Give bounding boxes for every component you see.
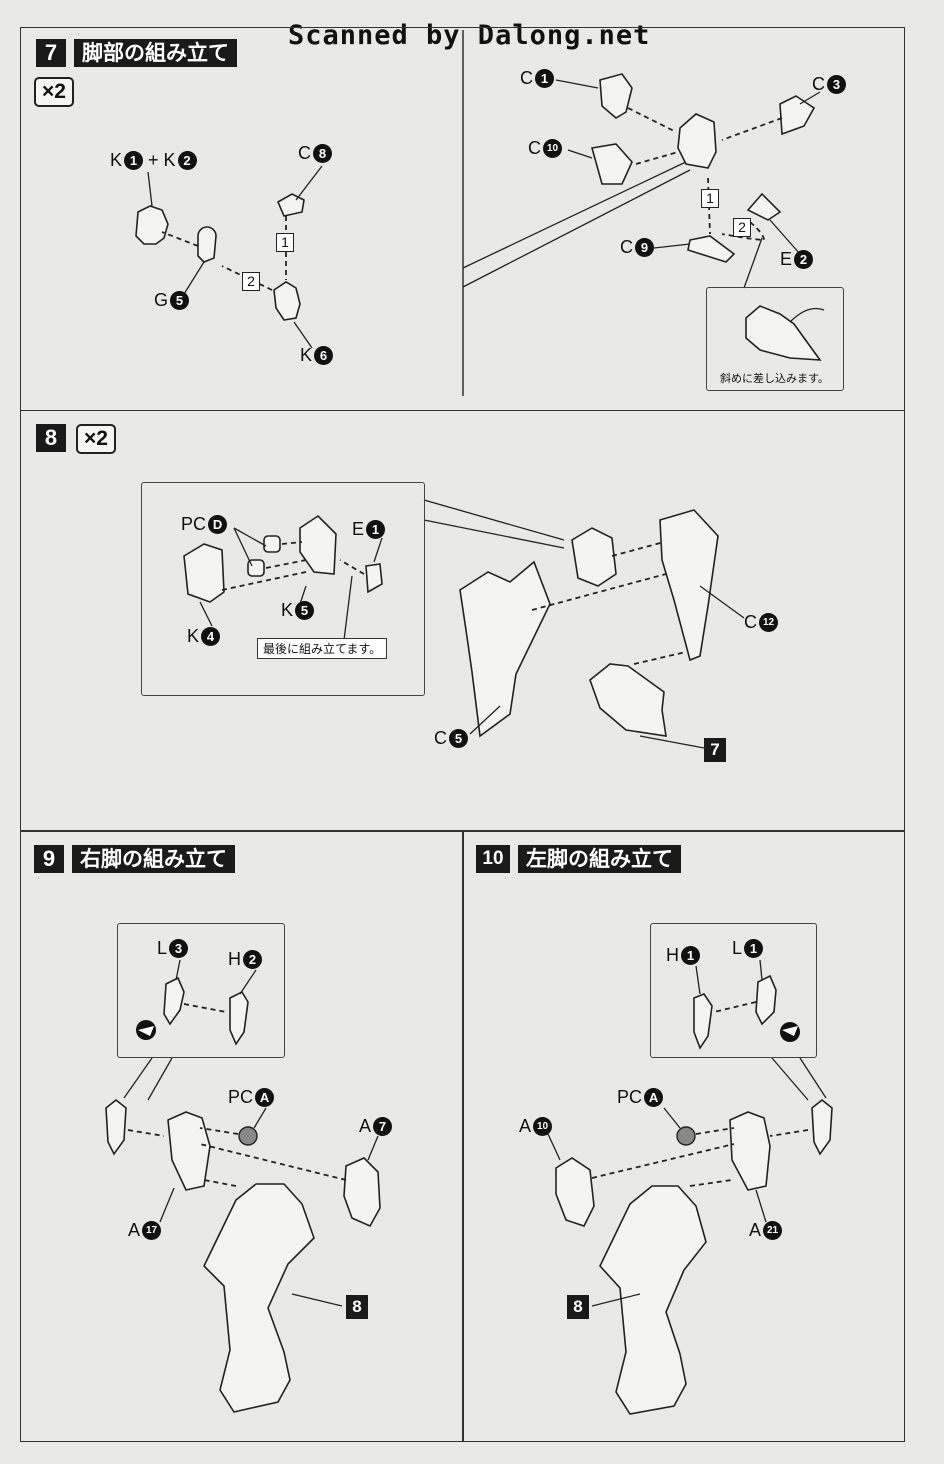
part-e1 bbox=[365, 563, 383, 594]
zoom-line bbox=[462, 159, 691, 269]
part-a17 bbox=[167, 1111, 211, 1191]
part-l1 bbox=[755, 974, 777, 1026]
part-pcd-cap-2 bbox=[247, 559, 265, 577]
part-k5 bbox=[299, 514, 337, 575]
part-pca bbox=[238, 1126, 258, 1146]
step-8-note: 最後に組み立てます。 bbox=[257, 638, 388, 659]
part-step7-foot bbox=[589, 663, 667, 737]
part-l3 bbox=[163, 976, 185, 1026]
step-8-detail-inset bbox=[141, 482, 425, 696]
part-e2 bbox=[746, 192, 782, 221]
part-c12 bbox=[659, 509, 719, 662]
step-9-panel bbox=[20, 830, 464, 1442]
part-c5 bbox=[459, 560, 551, 738]
part-k6 bbox=[273, 281, 301, 321]
part-g5 bbox=[197, 226, 217, 263]
part-pcd-cap-1 bbox=[263, 535, 281, 553]
part-step8-leg bbox=[599, 1185, 707, 1415]
order-mark-2: 2 bbox=[733, 218, 751, 237]
part-a7 bbox=[343, 1157, 381, 1228]
part-a21 bbox=[729, 1111, 771, 1191]
order-mark-1: 1 bbox=[276, 233, 294, 252]
part-c1 bbox=[599, 73, 633, 119]
ref-step-8: 8 bbox=[567, 1295, 589, 1319]
arrow bbox=[161, 231, 199, 247]
order-mark-2: 2 bbox=[242, 272, 260, 291]
step-8-number: 8 bbox=[36, 424, 66, 452]
part-k4 bbox=[183, 543, 225, 603]
step-8-quantity: ×2 bbox=[76, 424, 116, 454]
part-c8 bbox=[276, 193, 305, 217]
part-h2-placed bbox=[105, 1098, 127, 1156]
part-k1-k2 bbox=[135, 205, 169, 245]
step-10-title: 左脚の組み立て bbox=[518, 845, 681, 873]
part-a10 bbox=[555, 1157, 595, 1227]
part-h1-placed bbox=[811, 1098, 833, 1156]
order-mark-1: 1 bbox=[701, 189, 719, 208]
part-c3 bbox=[779, 95, 816, 136]
part-c9 bbox=[687, 235, 736, 263]
step-7-title: 脚部の組み立て bbox=[74, 39, 237, 67]
step-7-note: 斜めに差し込みます。 bbox=[720, 372, 829, 385]
part-c10 bbox=[590, 143, 633, 185]
part-pca bbox=[676, 1126, 696, 1146]
step-9-number: 9 bbox=[34, 845, 64, 873]
part-step8-leg bbox=[203, 1183, 315, 1413]
part-h1 bbox=[693, 993, 713, 1050]
part-center-foot bbox=[677, 113, 717, 169]
part-k-assembly bbox=[571, 527, 617, 587]
step-7-quantity: ×2 bbox=[34, 77, 74, 107]
scan-credit: Scanned by Dalong.net bbox=[288, 20, 651, 51]
step-10-detail-inset bbox=[650, 923, 817, 1058]
ref-step-8: 8 bbox=[346, 1295, 368, 1319]
step-7-detail-inset bbox=[706, 287, 844, 391]
inset-foot-drawing bbox=[745, 305, 822, 361]
zoom-line bbox=[462, 169, 691, 288]
ref-step-7: 7 bbox=[704, 738, 726, 762]
step-10-number: 10 bbox=[476, 845, 510, 873]
step-7-number: 7 bbox=[36, 39, 66, 67]
step-10-panel bbox=[462, 830, 905, 1442]
step-9-detail-inset bbox=[117, 923, 285, 1058]
step-7-panel bbox=[20, 27, 905, 412]
step-9-title: 右脚の組み立て bbox=[72, 845, 235, 873]
